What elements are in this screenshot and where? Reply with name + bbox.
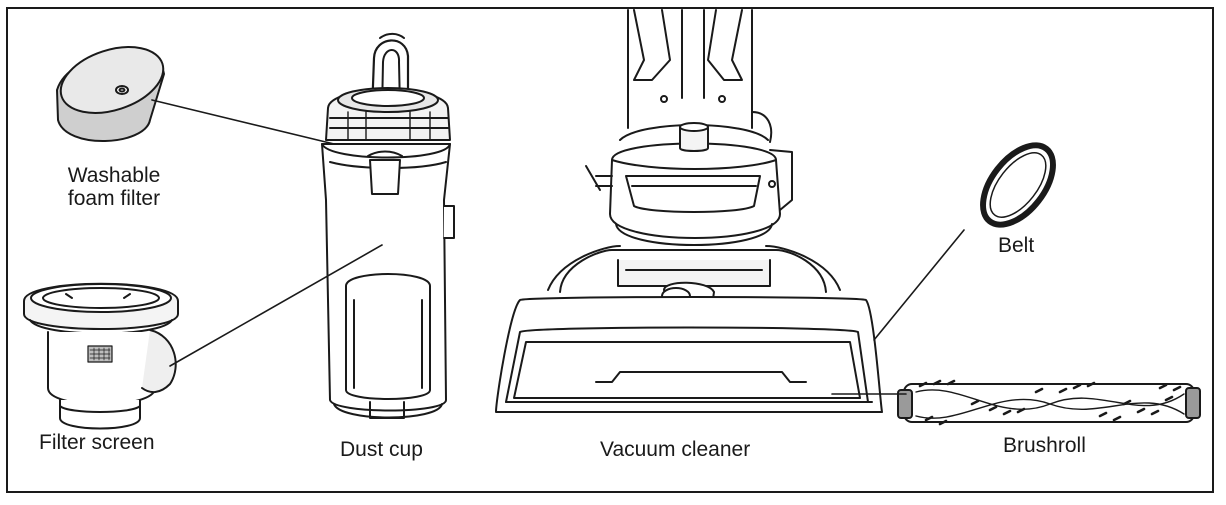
dust-cup-drawing — [321, 32, 455, 419]
vacuum-cleaner-drawing — [495, 9, 883, 413]
filter-screen-label: Filter screen — [39, 431, 155, 454]
vacuum-cleaner-label: Vacuum cleaner — [600, 438, 751, 461]
brushroll-drawing — [897, 379, 1201, 426]
filter-screen-drawing — [23, 282, 179, 430]
brushroll-label: Brushroll — [1003, 434, 1086, 457]
leader-foam-filter — [151, 99, 335, 145]
belt-drawing — [980, 142, 1056, 228]
foam-filter-label-line2: foam filter — [67, 187, 161, 210]
leader-lines — [151, 99, 965, 395]
belt-label: Belt — [998, 234, 1035, 257]
leader-filter-screen — [169, 244, 383, 367]
leader-belt — [873, 229, 965, 341]
dust-cup-label: Dust cup — [340, 438, 423, 461]
foam-filter-drawing — [56, 46, 165, 142]
foam-filter-label: Washable foam filter — [44, 164, 184, 210]
foam-filter-label-line1: Washable — [67, 164, 161, 187]
